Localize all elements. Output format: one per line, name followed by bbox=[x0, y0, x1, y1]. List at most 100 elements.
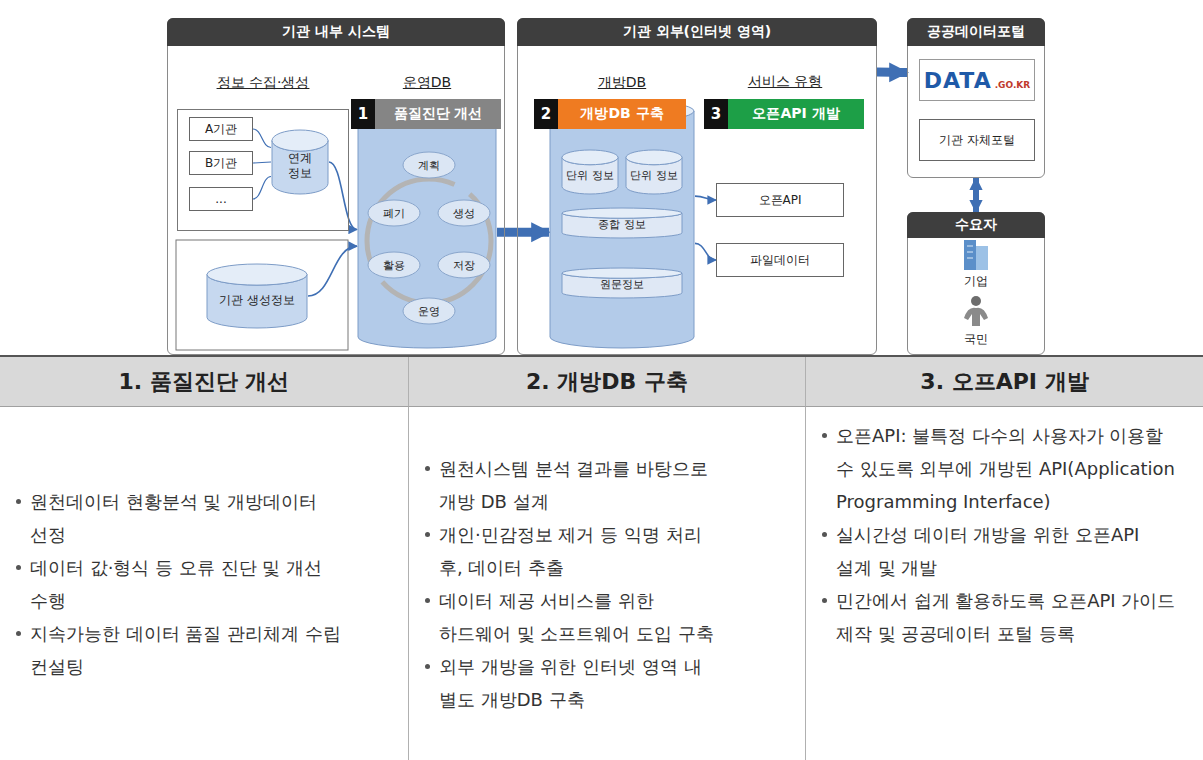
item-box: 기관 자체포털 bbox=[919, 119, 1035, 161]
db-cylinder: 단위 정보 bbox=[561, 149, 619, 195]
cylinder-label: 기관 생성정보 bbox=[219, 293, 295, 308]
bullet-row: 실시간성 데이터 개방을 위한 오픈API 설계 및 개발 bbox=[806, 518, 1203, 584]
cylinder-top bbox=[562, 150, 618, 165]
panel-header: 수요자 bbox=[907, 212, 1045, 238]
cylinder-label: 연계 정보 bbox=[275, 151, 325, 181]
label-holder: 기업 bbox=[908, 273, 1044, 290]
cylinder-label: 단위 정보 bbox=[630, 169, 678, 183]
db-cylinder: 원문정보 bbox=[561, 267, 683, 299]
bullet-text: 데이터 제공 서비스를 위한 하드웨어 및 소프트웨어 도입 구축 bbox=[439, 584, 729, 650]
box-label: B기관 bbox=[205, 156, 237, 170]
bullet-text: 개인·민감정보 제거 등 익명 처리 후, 데이터 추출 bbox=[439, 518, 729, 584]
db-heading: 운영DB bbox=[403, 74, 451, 92]
bullet-row: 원천시스템 분석 결과를 바탕으로 개방 DB 설계 bbox=[409, 452, 805, 518]
column-heading: 서비스 유형 bbox=[748, 73, 822, 91]
item-box: ... bbox=[189, 187, 253, 211]
building-icon bbox=[964, 240, 988, 270]
group-heading: 정보 수집·생성 bbox=[217, 74, 310, 92]
cylinder-body bbox=[550, 111, 694, 348]
db-cylinder: 기관 생성정보 bbox=[206, 263, 308, 329]
bullet-text: 민간에서 쉽게 활용하도록 오픈API 가이드 제작 및 공공데이터 포털 등록 bbox=[836, 584, 1181, 650]
bullet-text: 지속가능한 데이터 품질 관리체계 수립 컨설팅 bbox=[30, 617, 350, 683]
user-label: 기업 bbox=[964, 273, 988, 290]
lifecycle-stage: 폐기 bbox=[367, 199, 421, 227]
bullet-row: 원천데이터 현황분석 및 개방데이터 선정 bbox=[0, 485, 408, 551]
label-holder: 국민 bbox=[908, 331, 1044, 348]
user-label: 국민 bbox=[964, 331, 988, 348]
box-label: 기관 자체포털 bbox=[939, 133, 1015, 147]
lifecycle-stage: 계획 bbox=[402, 151, 456, 179]
bullet-dot bbox=[16, 565, 21, 570]
bullet-text: 실시간성 데이터 개방을 위한 오픈API 설계 및 개발 bbox=[836, 518, 1181, 584]
lifecycle-stage: 활용 bbox=[367, 251, 421, 279]
bullet-dot bbox=[425, 598, 430, 603]
step-band: 3오픈API 개발 bbox=[704, 99, 864, 129]
bullet-dot bbox=[822, 598, 827, 603]
summary-table: 1. 품질진단 개선원천데이터 현황분석 및 개방데이터 선정데이터 값·형식 … bbox=[0, 355, 1203, 760]
bullet-dot bbox=[425, 664, 430, 669]
step-band: 2개방DB 구축 bbox=[534, 99, 686, 129]
item-box: 파일데이터 bbox=[716, 243, 844, 277]
person-icon bbox=[964, 296, 988, 326]
cylinder-top bbox=[272, 130, 328, 151]
step-title: 품질진단 개선 bbox=[375, 105, 501, 123]
db-cylinder: 단위 정보 bbox=[625, 149, 683, 195]
bullet-dot bbox=[425, 532, 430, 537]
label-holder: 서비스 유형 bbox=[705, 70, 865, 94]
lifecycle-stage: 생성 bbox=[437, 199, 491, 227]
cylinder-label: 원문정보 bbox=[600, 278, 644, 292]
table-header-cell: 1. 품질진단 개선 bbox=[0, 357, 408, 407]
panel-title: 수요자 bbox=[955, 216, 997, 234]
bullet-text: 원천시스템 분석 결과를 바탕으로 개방 DB 설계 bbox=[439, 452, 729, 518]
flow-arrow bbox=[973, 178, 979, 212]
stage-label: 계획 bbox=[418, 158, 440, 173]
bullet-row: 데이터 값·형식 등 오류 진단 및 개선 수행 bbox=[0, 551, 408, 617]
stage-label: 활용 bbox=[383, 258, 405, 273]
bullet-dot bbox=[822, 532, 827, 537]
cylinder-label: 단위 정보 bbox=[566, 169, 614, 183]
box-label: 파일데이터 bbox=[750, 253, 810, 267]
bullet-text: 데이터 값·형식 등 오류 진단 및 개선 수행 bbox=[30, 551, 350, 617]
bullet-dot bbox=[425, 466, 430, 471]
db-cylinder: 정보 수집·생성 A기관 B기관... 연계 정보 bbox=[177, 71, 349, 231]
db-heading: 개방DB bbox=[598, 74, 646, 92]
panel-title: 기관 내부 시스템 bbox=[282, 23, 390, 41]
flow-arrow bbox=[877, 67, 907, 76]
step-title: 개방DB 구축 bbox=[558, 105, 686, 123]
item-box: A기관 bbox=[189, 117, 253, 141]
connector-line bbox=[308, 246, 357, 296]
system-panel: 기관 내부 시스템정보 수집·생성 A기관 B기관... 연계 정보기관 생성정보 운영… bbox=[167, 18, 505, 355]
lifecycle-stage: 운영 bbox=[402, 297, 456, 325]
step-number: 2 bbox=[534, 99, 558, 129]
table-header: 3. 오프API 개발 bbox=[920, 367, 1088, 397]
heading-holder: 정보 수집·생성 bbox=[177, 71, 349, 95]
bullet-dot bbox=[822, 433, 827, 438]
connector-line bbox=[329, 162, 357, 229]
system-panel: 기관 외부(인터넷 영역) 개방DB 2개방DB 구축단위 정보 단위 정보종합 정보… bbox=[517, 18, 877, 355]
logo-domain: .GO.KR bbox=[995, 80, 1031, 90]
bullet-text: 오픈API: 불특정 다수의 사용자가 이용할 수 있도록 외부에 개방된 AP… bbox=[836, 419, 1181, 518]
bullet-row: 개인·민감정보 제거 등 익명 처리 후, 데이터 추출 bbox=[409, 518, 805, 584]
box-label: A기관 bbox=[205, 122, 237, 136]
connector-line bbox=[695, 243, 716, 260]
lifecycle-stage: 저장 bbox=[437, 251, 491, 279]
portal-logo: DATA.GO.KR bbox=[919, 59, 1035, 101]
item-box: B기관 bbox=[189, 151, 253, 175]
db-cylinder: 운영DB1품질진단 개선계획폐기생성활용저장운영 bbox=[357, 71, 497, 349]
bullet-row: 민간에서 쉽게 활용하도록 오픈API 가이드 제작 및 공공데이터 포털 등록 bbox=[806, 584, 1203, 650]
stage-label: 저장 bbox=[453, 258, 475, 273]
panel-header: 기관 외부(인터넷 영역) bbox=[517, 18, 877, 46]
heading-holder: 운영DB bbox=[357, 71, 497, 95]
bullet-text: 외부 개방을 위한 인터넷 영역 내 별도 개방DB 구축 bbox=[439, 650, 729, 716]
cylinder-body bbox=[358, 111, 496, 348]
table-body-cell: 오픈API: 불특정 다수의 사용자가 이용할 수 있도록 외부에 개방된 AP… bbox=[805, 407, 1203, 760]
cylinder-label: 종합 정보 bbox=[598, 218, 646, 232]
bullet-dot bbox=[16, 631, 21, 636]
item-box: 오픈API bbox=[716, 183, 844, 217]
step-band: 1품질진단 개선 bbox=[351, 99, 501, 129]
table-header-cell: 2. 개방DB 구축 bbox=[408, 357, 805, 407]
step-title: 오픈API 개발 bbox=[728, 105, 864, 123]
bullet-text: 원천데이터 현황분석 및 개방데이터 선정 bbox=[30, 485, 350, 551]
stage-label: 생성 bbox=[453, 206, 475, 221]
